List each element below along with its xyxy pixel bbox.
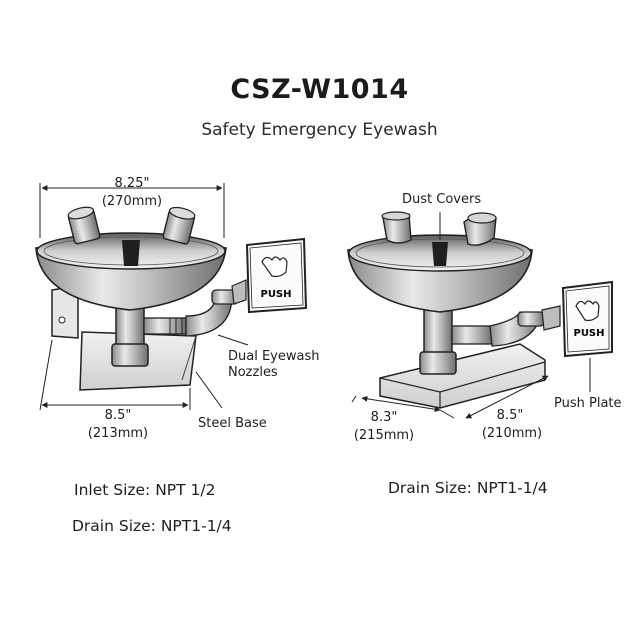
left-top-dimension-mm: (270mm) (101, 194, 163, 209)
dual-eyewash-nozzles-callout: Dual Eyewash Nozzles (228, 349, 320, 380)
hand-icon (575, 300, 600, 322)
right-dust-covers (381, 211, 497, 246)
right-push-plate[interactable]: PUSH (561, 280, 613, 358)
product-title: CSZ-W1014 (230, 74, 409, 105)
right-right-dimension-inches: 8.5" (496, 408, 524, 423)
right-drain-size-spec: Drain Size: NPT1-1/4 (388, 479, 548, 497)
push-plate-callout: Push Plate (554, 396, 622, 411)
left-supply-valve (143, 279, 247, 337)
left-top-dimension (39, 183, 225, 238)
left-push-plate[interactable]: PUSH (245, 237, 308, 314)
steel-base-callout: Steel Base (198, 416, 267, 431)
left-top-dimension-inches: 8.25" (114, 176, 150, 191)
right-eyewash-view: PUSH (347, 211, 613, 419)
right-bottom-dimensions (351, 375, 549, 419)
left-drain-size-spec: Drain Size: NPT1-1/4 (72, 517, 232, 535)
product-subtitle: Safety Emergency Eyewash (201, 120, 438, 140)
left-bottom-dimension-inches: 8.5" (104, 408, 132, 423)
left-wall-plate (51, 285, 79, 339)
left-bottom-dimension-mm: (213mm) (87, 426, 149, 441)
right-push-label: PUSH (573, 328, 604, 339)
hand-icon (261, 256, 288, 278)
left-eyewash-view: PUSH (35, 183, 308, 411)
inlet-size-spec: Inlet Size: NPT 1/2 (74, 481, 216, 499)
right-left-dimension-mm: (215mm) (353, 428, 415, 443)
right-eyewash-bowl (347, 234, 533, 313)
right-supply-valve (451, 305, 561, 347)
left-bottom-dimension (39, 339, 191, 411)
left-dual-nozzles (67, 206, 196, 245)
left-push-label: PUSH (260, 289, 291, 300)
right-steel-base (379, 343, 546, 409)
right-right-dimension-mm: (210mm) (481, 426, 543, 441)
right-left-dimension-inches: 8.3" (370, 410, 398, 425)
dust-covers-callout: Dust Covers (402, 192, 482, 207)
